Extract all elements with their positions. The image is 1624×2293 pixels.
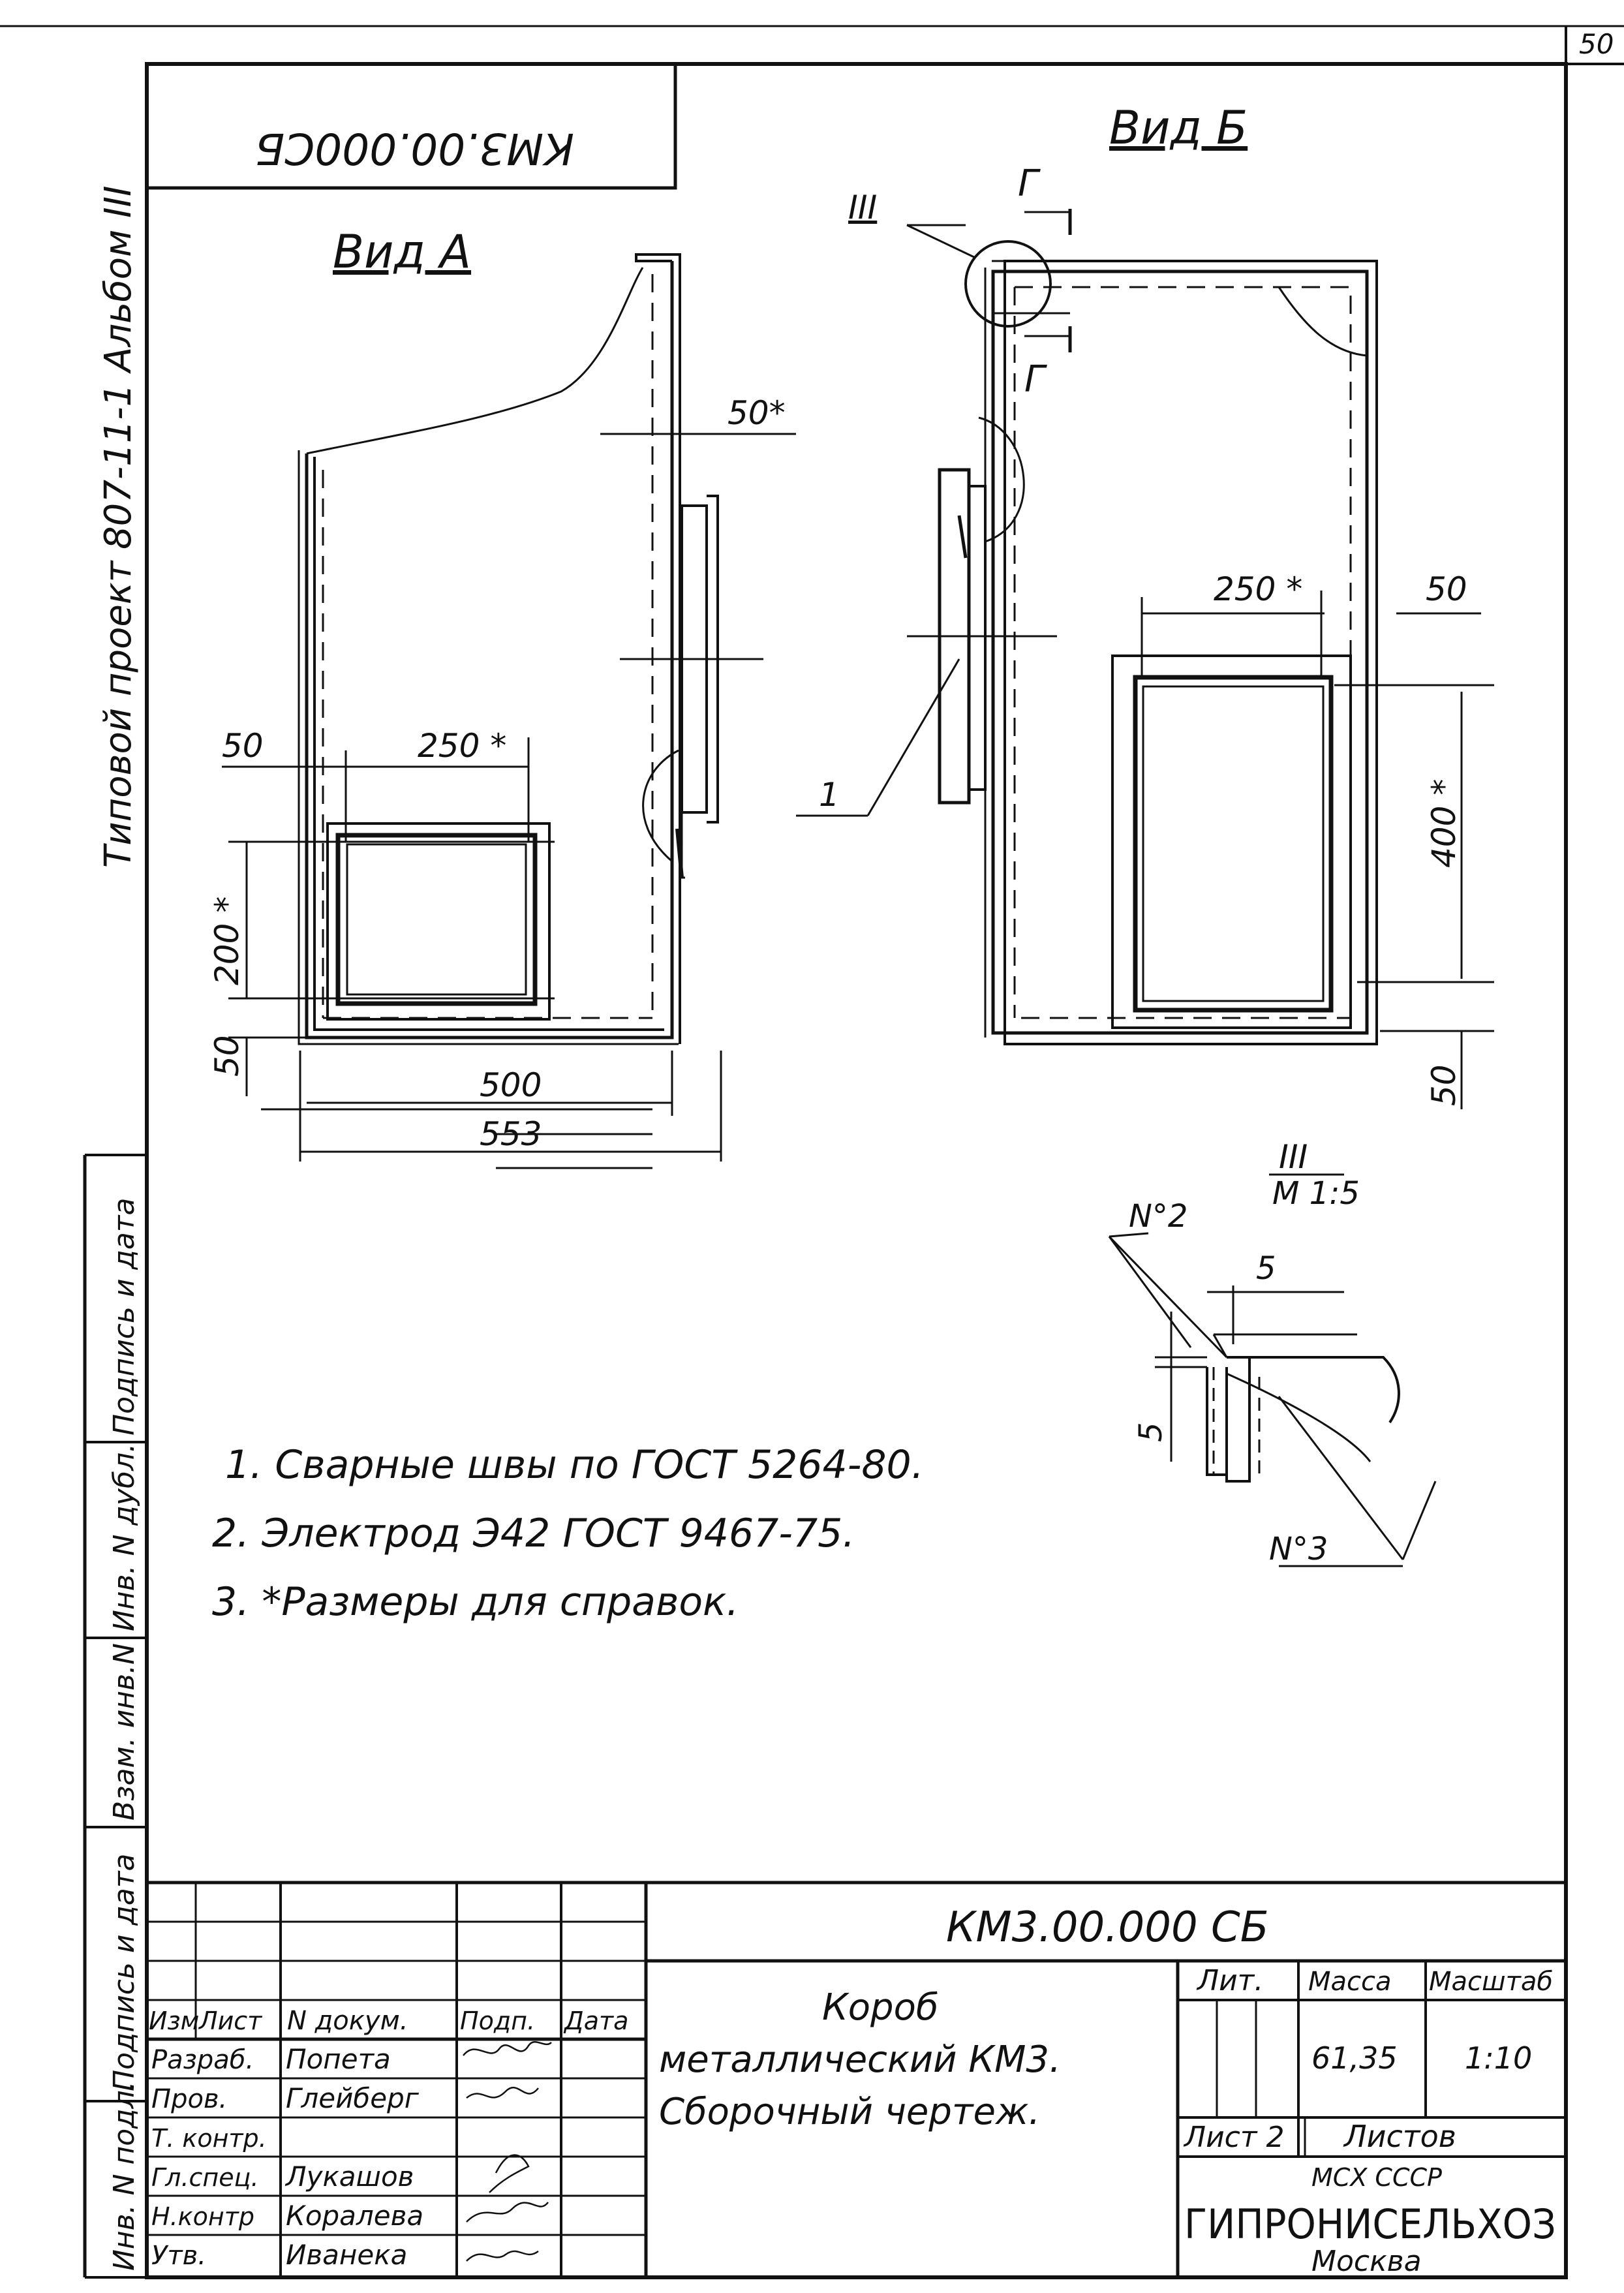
role-0: Разраб. [151,2045,254,2075]
page-number: 50 [1579,28,1614,60]
view-a-dim-553: 553 [480,1115,542,1153]
mass-value: 61,35 [1311,2040,1398,2076]
role-3: Гл.спец. [151,2163,259,2192]
stamp-cell-1: Инв. N подл. [108,2081,141,2271]
view-b-dim-400: 400 * [1425,779,1463,868]
view-b-dim-250: 250 * [1214,570,1302,608]
album-label: Типовой проект 807-11-1 Альбом III [97,185,140,868]
title-doc-code: КМ3.00.000 СБ [946,1903,1269,1952]
view-a-dim-50-bottom: 50 [208,1035,246,1077]
detail-weld-3: N°3 [1269,1531,1328,1567]
name-1: Глейберг [286,2082,420,2114]
scale-label: Масштаб [1429,1967,1553,1997]
role-5: Утв. [151,2241,206,2271]
view-a-dim-50-top: 50* [728,394,786,432]
scale-value: 1:10 [1465,2040,1532,2076]
view-b-node-ref: III [848,189,877,226]
org-top: МСХ СССР [1311,2163,1442,2192]
stamp-cell-4: Инв. N дубл. [108,1443,141,1631]
role-4: Н.контр [151,2202,254,2231]
lit-label: Лит. [1196,1964,1263,1997]
name-4: Коралева [286,2200,423,2232]
note-3: 3. *Размеры для справок. [212,1579,739,1625]
name-0: Попета [286,2043,391,2075]
title-name-line-2: металлический КМ3. [659,2039,1061,2081]
view-b-geometry [796,209,1494,1109]
stamp-cell-5: Подпись и дата [108,1198,141,1436]
view-b-section-bottom: Г [1024,358,1047,401]
view-a-dim-50-left: 50 [222,727,264,765]
view-b-title: Вид Б [1109,101,1248,155]
name-3: Лукашов [284,2161,414,2193]
title-name-line-3: Сборочный чертеж. [659,2091,1040,2133]
role-2: Т. контр. [151,2124,267,2153]
detail-geometry [1108,1173,1437,1567]
stamp-cell-2: Подпись и дата [108,1854,141,2091]
view-a-geometry [222,253,796,1169]
detail-dim-5-v: 5 [1133,1422,1169,1442]
detail-title: III [1279,1138,1308,1176]
view-a-dim-250: 250 * [418,727,506,765]
view-b-dim-50-top: 50 [1426,570,1467,608]
name-5: Иванека [286,2239,407,2271]
hdr-list: Лист [198,2007,263,2035]
doc-code-rotated: КМ3.00.000СБ [255,123,574,174]
detail-dim-5-h: 5 [1256,1250,1276,1287]
title-name-line-1: Короб [822,1986,938,2029]
note-1: 1. Сварные швы по ГОСТ 5264-80. [225,1442,924,1488]
signatures [463,2041,552,2262]
view-b-leader-1: 1 [819,776,840,814]
detail-weld-2: N°2 [1129,1198,1187,1235]
view-b-section-top: Г [1018,162,1041,205]
sheet-label: Лист 2 [1183,2121,1284,2154]
sheets-label: Листов [1343,2119,1456,2154]
hdr-podp: Подп. [460,2007,535,2035]
view-b-dim-50-bottom: 50 [1425,1064,1463,1106]
view-a-dim-500: 500 [480,1066,542,1104]
note-2: 2. Электрод Э42 ГОСТ 9467-75. [212,1511,855,1556]
view-a-dim-200: 200 * [208,897,246,985]
hdr-data: Дата [563,2007,628,2035]
stamp-cell-3: Взам. инв.N [108,1643,141,1821]
title-block-grid [147,1881,1566,2277]
org-name: ГИПРОНИСЕЛЬХОЗ [1184,2200,1556,2248]
role-1: Пров. [151,2084,227,2114]
detail-scale: М 1:5 [1272,1175,1360,1212]
view-a-title: Вид А [333,225,471,279]
org-city: Москва [1311,2245,1422,2278]
hdr-izm: Изм [149,2007,199,2035]
hdr-ndok: N докум. [287,2006,408,2036]
mass-label: Масса [1308,1967,1392,1997]
